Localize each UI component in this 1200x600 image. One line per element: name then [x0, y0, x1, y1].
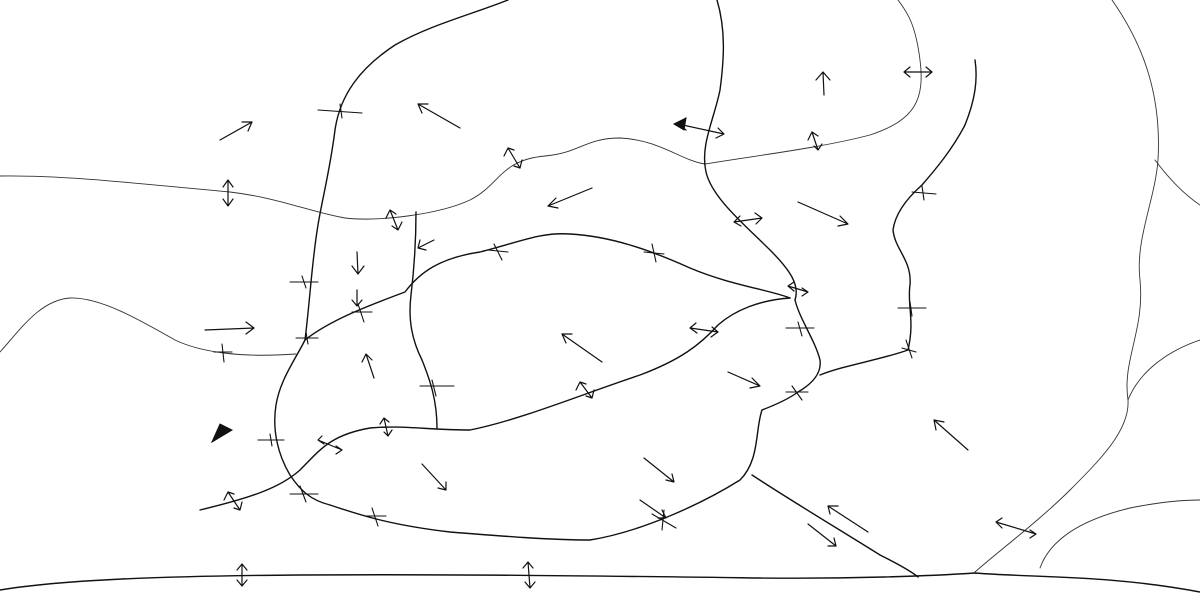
edge-bottom-baseline — [0, 572, 1200, 593]
double-arrow — [689, 322, 719, 338]
road-east-connector — [761, 299, 821, 411]
star-marker — [911, 185, 937, 201]
star-marker — [897, 301, 927, 317]
arrow — [219, 121, 253, 141]
star-marker — [257, 433, 285, 447]
roads — [199, 0, 977, 578]
edge-northeast-curve — [704, 0, 922, 165]
edge-bottom-right — [1039, 499, 1200, 569]
road-center-arc — [304, 233, 791, 341]
road-inner-west — [409, 211, 438, 429]
double-arrow — [222, 179, 234, 207]
star-marker — [419, 379, 455, 397]
arrow — [351, 289, 363, 307]
edge-right-lower — [1127, 339, 1200, 401]
road-southeast-diagonal — [751, 474, 919, 578]
road-east-branch — [819, 349, 909, 376]
road-east-vertical — [892, 59, 977, 351]
filled-arrowhead — [672, 117, 687, 131]
arrow — [827, 505, 869, 533]
edge-west-horizontal — [0, 137, 706, 220]
arrow — [417, 239, 435, 251]
double-arrow — [807, 131, 823, 151]
double-arrow — [317, 435, 343, 455]
arrow — [643, 457, 675, 483]
star-marker — [487, 243, 509, 261]
edge-far-right-branch — [1154, 159, 1200, 206]
double-arrow — [379, 417, 393, 437]
double-arrow — [995, 517, 1037, 539]
star-marker — [365, 507, 387, 527]
road-west-loop — [274, 339, 763, 541]
double-arrow — [522, 561, 536, 589]
arrow — [361, 353, 375, 379]
arrow — [421, 463, 447, 491]
double-arrow — [575, 381, 595, 399]
star-marker — [213, 343, 233, 363]
arrow — [797, 201, 849, 227]
arrow — [639, 499, 667, 519]
intersection-markers — [213, 103, 937, 531]
star-marker — [785, 321, 815, 337]
star-marker — [351, 303, 373, 323]
arrow — [815, 71, 831, 96]
arrow — [351, 251, 365, 275]
edge-wave-left — [0, 297, 297, 356]
double-arrow — [903, 66, 933, 78]
direction-arrows — [204, 66, 1037, 589]
road-north-center — [703, 0, 797, 301]
arrow — [204, 321, 255, 335]
arrow — [727, 371, 761, 389]
arrow — [807, 523, 837, 547]
star-marker — [317, 103, 363, 119]
star-marker — [289, 485, 319, 503]
edge-far-right — [974, 0, 1159, 573]
double-arrow — [236, 563, 248, 587]
double-arrow — [223, 491, 243, 511]
double-arrow — [503, 147, 523, 169]
road-south-arc — [199, 297, 791, 511]
star-marker — [901, 339, 917, 359]
double-arrow — [787, 281, 809, 297]
arrow — [417, 103, 461, 129]
star-marker — [643, 243, 665, 263]
arrow — [561, 333, 603, 363]
star-marker — [785, 385, 809, 401]
star-marker — [295, 331, 319, 345]
double-arrow — [733, 212, 763, 227]
arrow — [547, 187, 593, 209]
star-marker — [289, 275, 319, 289]
road-north-loop — [304, 0, 509, 341]
double-arrow — [385, 209, 403, 231]
filled-arrowhead — [210, 423, 234, 444]
arrow — [933, 419, 969, 451]
